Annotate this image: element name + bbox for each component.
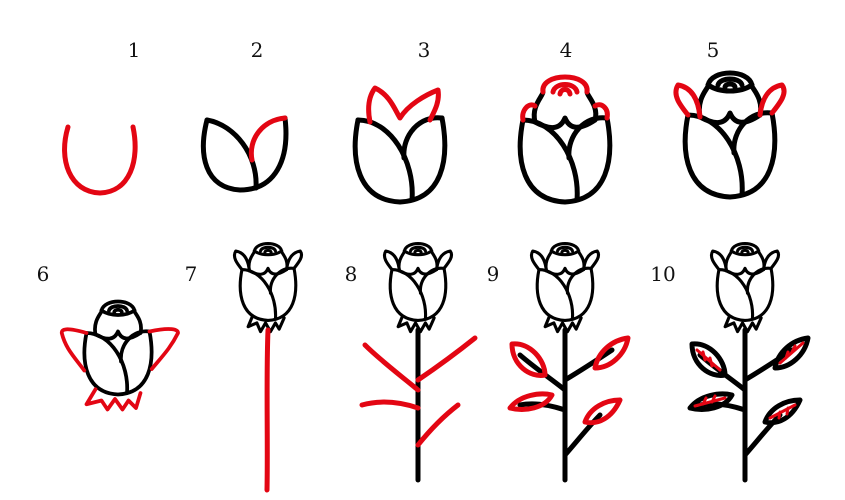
step-number-7: 7 <box>184 262 198 286</box>
step-number-3: 3 <box>417 38 431 62</box>
step-2-drawing <box>200 115 289 193</box>
outer-petals-stroke <box>59 327 180 373</box>
step-1-drawing <box>62 124 138 196</box>
u-shape-stroke <box>62 124 138 196</box>
bud-outline <box>200 115 289 193</box>
leaves-stroke <box>507 335 631 426</box>
step-number-2: 2 <box>250 38 264 62</box>
stem-and-leaves <box>687 327 811 483</box>
step-number-10: 10 <box>650 262 676 286</box>
right-petal-stroke <box>248 115 288 163</box>
step-number-8: 8 <box>344 262 358 286</box>
sepals-stroke <box>84 387 143 412</box>
step-number-5: 5 <box>706 38 720 62</box>
step-number-9: 9 <box>486 262 500 286</box>
top-swirl-stroke <box>520 74 610 123</box>
step-number-1: 1 <box>127 38 141 62</box>
stem-stroke <box>264 327 271 493</box>
leaf-veins-stroke <box>693 341 805 420</box>
step-6-drawing <box>59 299 180 412</box>
branches-stroke <box>359 335 478 448</box>
step-4-drawing <box>520 74 610 202</box>
step-3-drawing <box>355 85 445 202</box>
step-10-drawing <box>687 244 811 483</box>
step-5-drawing <box>673 73 787 197</box>
step-number-6: 6 <box>36 262 50 286</box>
step-7-drawing <box>234 244 301 493</box>
step-number-4: 4 <box>559 38 573 62</box>
step-9-drawing <box>507 244 631 483</box>
top-petals-stroke <box>366 85 441 125</box>
step-8-drawing <box>359 244 478 483</box>
side-petals-stroke <box>673 82 787 120</box>
left-petal <box>204 117 259 191</box>
